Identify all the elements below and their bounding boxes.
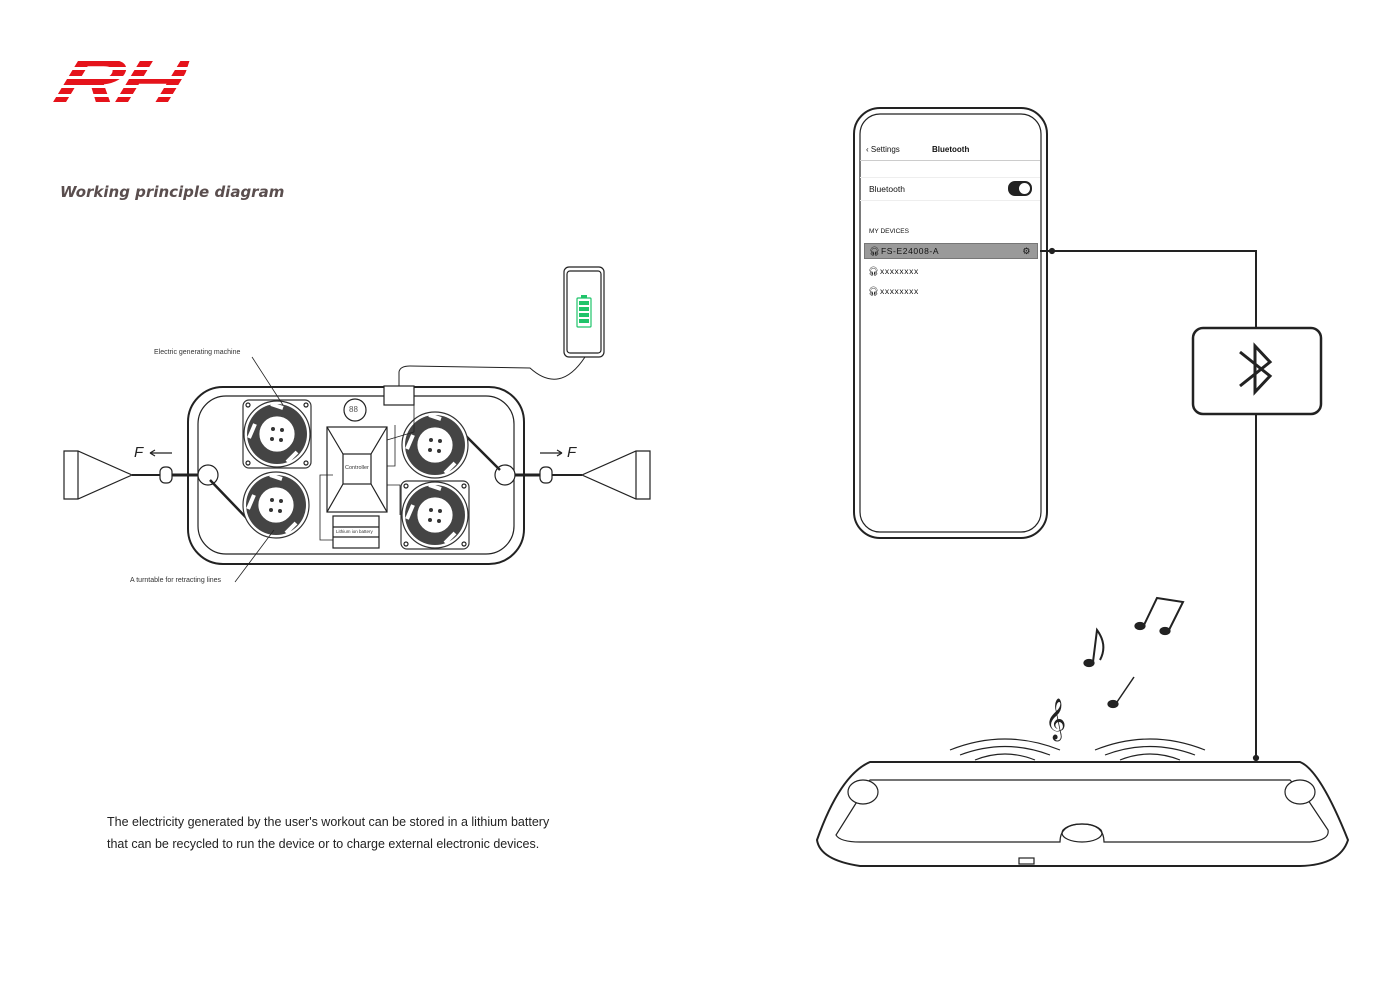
bluetooth-row: Bluetooth [860,177,1040,201]
small-phone [563,266,605,358]
headphones-icon: 🎧︎ [868,286,880,296]
music-note-icon [1083,596,1185,709]
section-header: MY DEVICES [869,228,909,235]
label-turntable: A turntable for retracting lines [130,577,222,584]
force-right-label: F [567,444,577,461]
back-label: Settings [870,145,900,154]
page-title: Working principle diagram [60,183,285,201]
battery-box [332,515,380,549]
sound-waves [949,738,1206,761]
nav-bar: ‹ Settings Bluetooth [860,140,1040,161]
label-controller: Controller [345,465,369,471]
bluetooth-icon [1191,326,1323,416]
force-left-label: F [134,444,144,461]
fan-top-left [243,400,311,468]
fan-bottom-right [401,481,469,549]
display-readout: 88 [349,405,358,414]
caption: The electricity generated by the user's … [107,811,549,855]
phone-frame [853,107,1048,539]
device-item[interactable]: 🎧︎ xxxxxxxx [864,264,1036,278]
controller-housing [326,426,388,513]
display-dial [343,398,367,422]
turntable-left [241,470,311,540]
device-name: FS-E24008-A [881,246,940,256]
bluetooth-label: Bluetooth [869,184,905,194]
logo: RH [46,47,194,116]
back-button[interactable]: ‹ Settings [866,145,900,154]
connection-line [1040,250,1257,758]
device-name: xxxxxxxx [880,286,919,296]
headphones-icon: 🎧︎ [869,246,881,256]
speaker-device [815,761,1350,867]
device-item[interactable]: 🎧︎ FS-E24008-A ⚙ [864,243,1038,259]
headphones-icon: 🎧︎ [868,266,880,276]
device-name: xxxxxxxx [880,266,919,276]
gear-icon[interactable]: ⚙ [1022,246,1031,256]
label-battery: Lithium ion battery [336,529,373,534]
usb-port-box [383,385,415,406]
caption-line-2: that can be recycled to run the device o… [107,837,540,851]
bluetooth-toggle[interactable] [1008,181,1032,196]
battery-icon [576,295,592,328]
generator-device [63,356,651,583]
nav-title: Bluetooth [932,145,970,154]
treble-clef-icon: 𝄞 [1045,698,1066,741]
label-generator: Electric generating machine [154,349,241,356]
caption-line-1: The electricity generated by the user's … [107,815,550,829]
controller-box [342,453,372,485]
device-item[interactable]: 🎧︎ xxxxxxxx [864,284,1036,298]
turntable-right [400,410,470,480]
